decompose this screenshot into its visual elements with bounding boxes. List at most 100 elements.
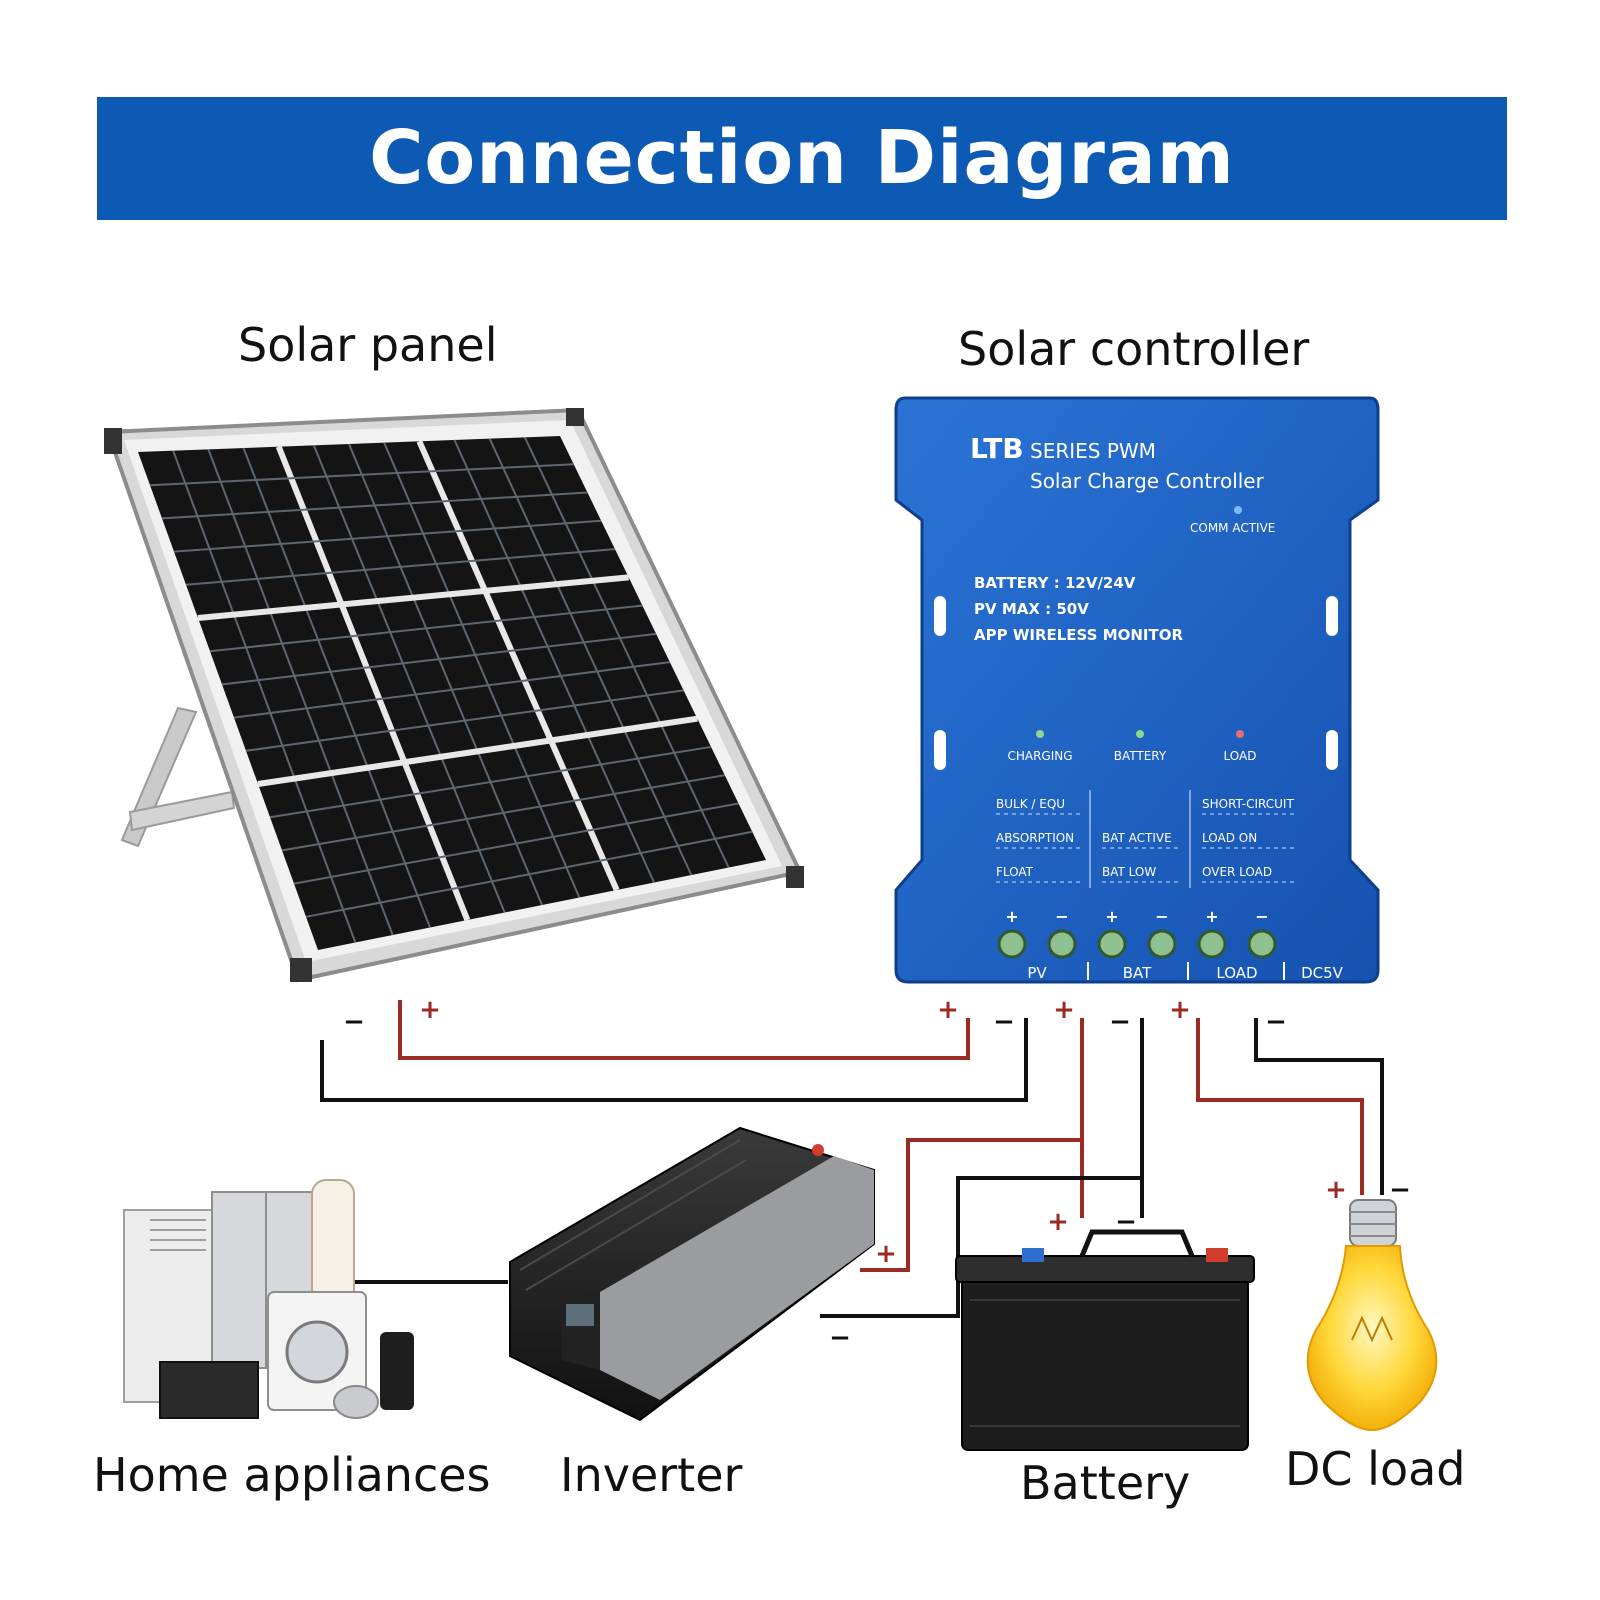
battery-led — [1136, 730, 1144, 738]
terminal-sign: − — [1055, 907, 1068, 926]
minus-sign: − — [829, 1323, 851, 1353]
panel-cell-line — [453, 439, 655, 883]
panel-cell-line — [275, 445, 471, 922]
controller-spec: PV MAX : 50V — [974, 600, 1089, 618]
panel-cell-line — [245, 689, 684, 752]
terminal-screws — [997, 929, 1277, 959]
minus-sign: − — [1109, 1007, 1131, 1037]
wiring — [320, 1000, 1384, 1318]
panel-cell-line — [172, 450, 357, 943]
home-appliances-label: Home appliances — [93, 1448, 491, 1502]
indicator-label: LOAD — [1224, 749, 1257, 763]
microwave — [159, 1361, 259, 1419]
heater — [380, 1332, 414, 1410]
panel-corner — [104, 428, 122, 454]
panel-cell-area — [138, 436, 766, 950]
panel-corner — [786, 866, 804, 888]
minus-sign: − — [993, 1007, 1015, 1037]
home-appliances — [123, 1179, 414, 1419]
terminal-sign: − — [1155, 907, 1168, 926]
load-positive-wire — [1196, 1018, 1364, 1195]
charging-led — [1036, 730, 1044, 738]
minus-sign: − — [1265, 1007, 1287, 1037]
dc-load-bulb — [1306, 1199, 1438, 1432]
controller-brand: LTB — [970, 432, 1024, 465]
panel-cell-line — [383, 442, 581, 898]
bulb-filament — [1351, 1315, 1393, 1343]
status-label: LOAD ON — [1202, 831, 1257, 845]
inverter-positive-wire — [860, 1138, 1082, 1272]
polarity-signs: − + + − + − + − + − + − + − — [343, 995, 1411, 1353]
dc-load-label: DC load — [1285, 1442, 1466, 1496]
inverter-top-panel — [600, 1156, 874, 1400]
terminal-sign: + — [1005, 907, 1018, 926]
controller-slot — [934, 596, 946, 636]
panel-cell-line — [523, 436, 730, 868]
plus-sign: + — [1325, 1175, 1347, 1205]
indicator-label: BATTERY — [1114, 749, 1167, 763]
plus-sign: + — [1053, 995, 1075, 1025]
panel-cell-line — [416, 440, 620, 892]
terminal-group-label: PV — [1027, 964, 1047, 982]
panel-cell-line — [293, 802, 739, 885]
controller-slot — [1326, 730, 1338, 770]
inverter-terminal — [812, 1144, 824, 1156]
panel-stand-foot — [128, 790, 236, 832]
panel-cell-line — [281, 774, 725, 852]
inverter — [509, 1126, 875, 1422]
status-label: ABSORPTION — [996, 831, 1074, 845]
controller-series: SERIES PWM — [1030, 439, 1156, 463]
terminal-group-label: BAT — [1123, 964, 1152, 982]
inverter-negative-wire — [820, 1176, 1142, 1318]
controller-spec: BATTERY : 12V/24V — [974, 574, 1136, 592]
status-label: BULK / EQU — [996, 797, 1065, 811]
plus-sign: + — [875, 1239, 897, 1269]
panel-cell-line — [312, 444, 506, 913]
terminal-group-label: DC5V — [1301, 964, 1344, 982]
solar-controller: LTB SERIES PWM Solar Charge Controller C… — [894, 396, 1380, 984]
pv-negative-wire — [320, 1018, 1028, 1102]
battery-positive-terminal — [1206, 1248, 1228, 1262]
battery-negative-terminal — [1022, 1248, 1044, 1262]
inverter-label: Inverter — [560, 1448, 743, 1502]
panel-cell-line — [185, 548, 616, 586]
solar-panel — [104, 407, 804, 983]
terminal-sign: − — [1255, 907, 1268, 926]
panel-cell-line — [257, 715, 698, 787]
panel-cell-line — [197, 574, 629, 621]
plus-sign: + — [1169, 995, 1191, 1025]
controller-slot — [1326, 596, 1338, 636]
battery-case — [961, 1269, 1249, 1451]
panel-corner — [566, 408, 584, 426]
panel-cell-line — [242, 447, 431, 928]
plus-sign: + — [1047, 1207, 1069, 1237]
battery-handle — [1079, 1229, 1195, 1257]
status-label: OVER LOAD — [1202, 865, 1272, 879]
inverter-front-panel — [560, 1292, 600, 1370]
minus-sign: − — [1389, 1175, 1411, 1205]
load-negative-wire — [1254, 1018, 1384, 1195]
inverter-display — [566, 1304, 594, 1326]
panel-cell-grid — [149, 436, 753, 943]
battery-label: Battery — [1020, 1456, 1191, 1510]
minus-sign: − — [343, 1007, 365, 1037]
status-underlines — [996, 813, 1298, 883]
indicator-label: CHARGING — [1007, 749, 1072, 763]
battery — [955, 1229, 1255, 1451]
panel-cell-line — [305, 830, 753, 918]
panel-cell-line — [161, 491, 588, 520]
panel-cell-line — [269, 745, 712, 819]
rice-cooker — [333, 1385, 379, 1419]
status-label: BAT LOW — [1102, 865, 1156, 879]
plus-sign: + — [937, 995, 959, 1025]
status-label: FLOAT — [996, 865, 1034, 879]
load-led — [1236, 730, 1244, 738]
panel-cell-line — [149, 463, 574, 487]
terminal-sign: + — [1105, 907, 1118, 926]
pv-positive-wire — [398, 1000, 970, 1060]
title-banner: Connection Diagram — [97, 97, 1507, 220]
comm-led — [1234, 506, 1242, 514]
controller-product: Solar Charge Controller — [1030, 469, 1265, 493]
